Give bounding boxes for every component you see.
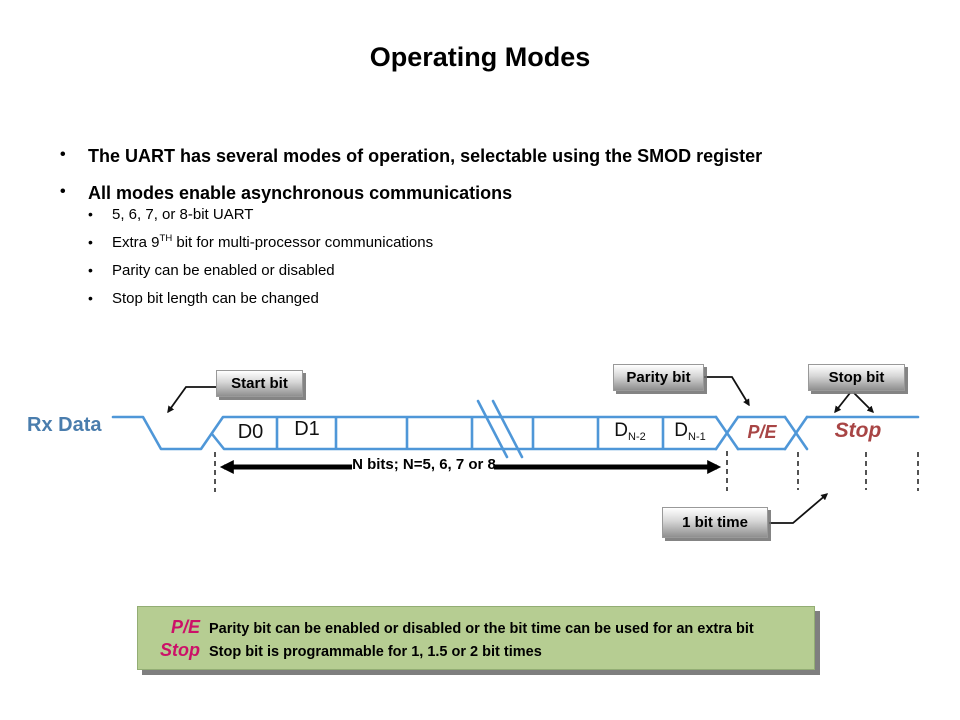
note-term-stop: Stop <box>160 640 200 660</box>
cell-d0: D0 <box>237 421 264 443</box>
text-pre: Stop bit length can be changed <box>112 290 319 307</box>
cell-dn1: DN-1 <box>664 420 716 443</box>
stop-bit-arrow-right <box>853 392 874 413</box>
text-pre: Parity can be enabled or disabled <box>112 262 335 279</box>
stop-bit-arrow-left <box>834 392 851 414</box>
bullet-main-2-text: All modes enable asynchronous communicat… <box>88 183 513 203</box>
bullet-main-1-text: The UART has several modes of operation,… <box>88 146 763 166</box>
parity-bit-callout: Parity bit <box>613 364 704 391</box>
n-bits-label: N bits; N=5, 6, 7 or 8 <box>352 456 496 473</box>
bullet-sub-4-text: Stop bit length can be changed <box>112 290 319 307</box>
parity-bit-arrow <box>704 376 750 407</box>
rx-waveform <box>111 399 920 459</box>
text-post: bit for multi-processor communications <box>172 234 434 251</box>
dashed-bit-boundaries <box>214 451 919 492</box>
crossover-after-pe <box>783 415 809 451</box>
text-pre: Extra 9 <box>112 234 160 251</box>
bullet-marker: • <box>88 262 93 278</box>
rx-data-label: Rx Data <box>27 414 102 436</box>
note-row-stop: Stop Stop bit is programmable for 1, 1.5… <box>138 640 814 661</box>
cell-stop: Stop <box>834 419 882 442</box>
bullet-sub-1-text: 5, 6, 7, or 8-bit UART <box>112 206 253 223</box>
bullet-sub-3-text: Parity can be enabled or disabled <box>112 262 335 279</box>
note-term-pe: P/E <box>170 617 200 637</box>
note-row-pe: P/E Parity bit can be enabled or disable… <box>138 617 814 638</box>
start-bit-arrow <box>167 386 216 414</box>
cell-subscript: N-2 <box>628 431 646 443</box>
note-desc-pe: Parity bit can be enabled or disabled or… <box>209 621 754 637</box>
cell-main: D <box>674 420 688 441</box>
bullet-sub-3: • Parity can be enabled or disabled <box>88 262 788 279</box>
cell-pe: P/E <box>747 422 777 442</box>
crossover-before-pe <box>714 415 740 451</box>
notes-panel: P/E Parity bit can be enabled or disable… <box>137 606 815 670</box>
stop-bit-callout: Stop bit <box>808 364 905 391</box>
annotation-arrows <box>167 376 874 524</box>
bullet-sub-2-text: Extra 9TH bit for multi-processor commun… <box>112 234 433 251</box>
cell-dn2: DN-2 <box>598 420 662 443</box>
break-slashes <box>476 399 524 459</box>
cell-subscript: N-1 <box>688 431 706 443</box>
wave-top-line <box>111 415 718 451</box>
bullet-main-1: • The UART has several modes of operatio… <box>60 146 920 167</box>
bullet-marker: • <box>88 234 93 250</box>
start-bit-callout: Start bit <box>216 370 303 397</box>
text-pre: 5, 6, 7, or 8-bit UART <box>112 206 254 223</box>
cell-dividers <box>275 416 665 450</box>
pe-cell-lines <box>736 415 787 451</box>
note-desc-stop: Stop bit is programmable for 1, 1.5 or 2… <box>209 644 542 660</box>
bullet-main-2: • All modes enable asynchronous communic… <box>60 183 920 204</box>
bullet-marker: • <box>60 146 66 163</box>
bit-time-callout: 1 bit time <box>662 507 768 538</box>
text-sup: TH <box>159 233 173 244</box>
bullet-sub-1: • 5, 6, 7, or 8-bit UART <box>88 206 788 223</box>
bit-time-arrow <box>769 493 829 524</box>
bullet-marker: • <box>88 290 93 306</box>
wave-bottom-line <box>210 432 718 451</box>
page-title: Operating Modes <box>369 42 591 72</box>
cell-d1: D1 <box>294 418 320 440</box>
bullet-sub-2: • Extra 9TH bit for multi-processor comm… <box>88 234 788 251</box>
cell-main: D <box>614 420 628 441</box>
bullet-marker: • <box>88 206 93 222</box>
bullet-sub-4: • Stop bit length can be changed <box>88 290 788 307</box>
bullet-marker: • <box>60 183 66 200</box>
